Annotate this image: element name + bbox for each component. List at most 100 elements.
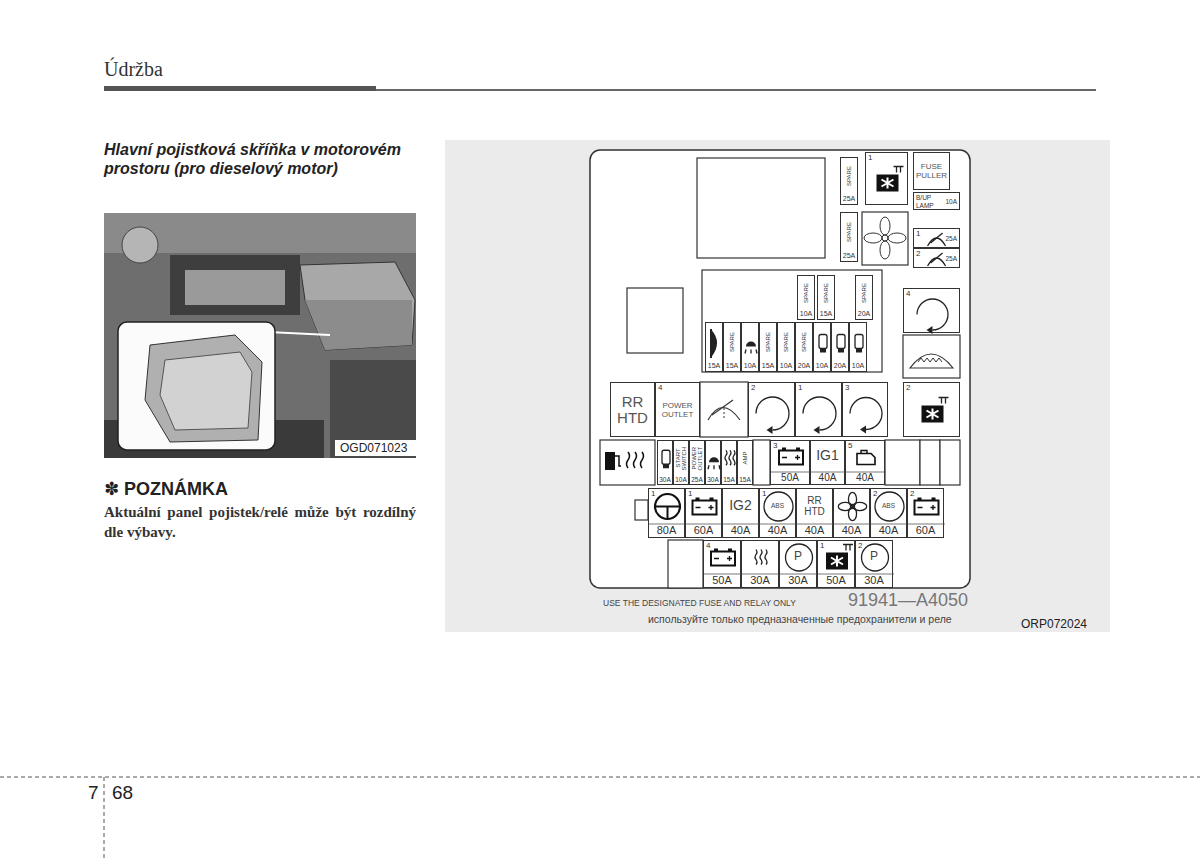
relay: 3 (842, 382, 888, 437)
page-chapter: 7 (88, 782, 99, 804)
fuse-rating: 30A (856, 574, 892, 586)
fuse-label: SPARE (846, 215, 853, 250)
note-heading: ✽ POZNÁMKA (104, 478, 228, 500)
fuse-cell: 125A (913, 228, 960, 248)
fuse-rating: 25A (841, 252, 857, 260)
fuse-cell: POWER OUTLET25A (689, 440, 705, 485)
fuse-cell: 180A (648, 488, 685, 538)
fuse-label: IG1 (812, 441, 843, 470)
fuse-cell: SPARE15A (759, 322, 777, 372)
fuse-rating: 20A (796, 362, 812, 370)
callout-number: 1 (820, 541, 824, 550)
fuse-cell: SPARE15A (723, 322, 741, 372)
fuse-rating: 40A (834, 524, 869, 536)
fuse-cell: 10A (741, 322, 759, 372)
relay: 2 (748, 382, 795, 437)
blank-slot (940, 440, 960, 485)
fuse-cell: 15A (705, 322, 723, 372)
fuse-rating: 15A (724, 362, 740, 370)
engine-photo (104, 213, 417, 458)
callout-number: 1 (762, 489, 766, 498)
fuse-cell: RR HTD 40A (796, 488, 833, 538)
fuse-label: USE THE DESIGNATED FUSE AND RELAY ONLY (603, 598, 796, 608)
fuse-symbol (904, 289, 961, 334)
fuse-cell: 1ABS 40A (759, 488, 796, 538)
fuse-label: AMP (742, 443, 749, 474)
callout-number: 2 (910, 489, 914, 498)
fuel-heater-symbol (600, 440, 655, 485)
fuse-rating: 60A (686, 524, 721, 536)
blank-area (697, 158, 825, 258)
fuse-cell: 30A (657, 440, 673, 485)
fuse-rating: 10A (850, 362, 866, 370)
fuse-symbol (843, 383, 889, 438)
fuse-rating: 30A (706, 476, 720, 484)
fuse-cell: SPARE 25A (840, 212, 858, 262)
relay: 1 (865, 152, 908, 205)
fuse-label: ABS (872, 489, 905, 522)
fuse-label: P (781, 541, 815, 572)
fuse-rating: 10A (674, 476, 688, 484)
fuse-symbol (796, 383, 843, 438)
fuse-rating: 20A (856, 310, 872, 318)
fuse-rating: 40A (760, 524, 795, 536)
callout-number: 2 (906, 383, 910, 392)
callout-number: 4 (706, 541, 710, 550)
fuse-label: 10A (945, 198, 957, 205)
blank-slot (635, 500, 648, 520)
fuse-cell: P30A (779, 540, 817, 588)
figure-code: OGD071023 (338, 441, 409, 455)
fuse-rating: 50A (818, 574, 854, 586)
page-header: Údržba (104, 58, 163, 81)
fuse-cell: RR HTD (610, 382, 655, 437)
defroster-symbol (903, 335, 960, 378)
fuse-rating: 80A (649, 524, 684, 536)
fuse-label: POWER OUTLET (657, 383, 698, 436)
footer-rule (104, 777, 105, 861)
callout-number: 2 (751, 383, 755, 392)
fuse-label: ABS (761, 489, 794, 522)
fuse-label: SPARE (803, 278, 810, 308)
fuse-label: SPARE (846, 160, 853, 193)
fuse-label: RR HTD (798, 489, 831, 522)
fuse-label: SPARE (861, 278, 868, 308)
fuse-cell: 2P30A (855, 540, 893, 588)
fuse-cell: SPARE25A (840, 157, 858, 205)
fuse-block (702, 270, 882, 372)
fan-relay-symbol (862, 212, 908, 265)
fuse-label: SPARE (765, 325, 772, 360)
fuse-cell: SPARE15A (817, 275, 835, 320)
callout-number: 2 (858, 541, 862, 550)
fuse-cell: 350A (770, 440, 810, 485)
figure-code: ORP072024 (1021, 617, 1087, 631)
blank-area (627, 288, 683, 353)
fuse-label: POWER OUTLET (691, 443, 704, 474)
note-text: Aktuální panel pojistek/relé může být ro… (104, 502, 416, 542)
fuse-rating: 15A (722, 476, 736, 484)
blank-slot (753, 440, 770, 485)
fuse-cell: 30A (705, 440, 721, 485)
fuse-rating: 10A (814, 362, 830, 370)
relay: 4 (903, 288, 960, 333)
fuse-rating: 40A (846, 472, 884, 483)
fuse-cell: 260A (907, 488, 944, 538)
fuse-rating: 40A (797, 524, 832, 536)
fuse-label: RR HTD (612, 383, 653, 436)
fuse-cell: 40A (833, 488, 870, 538)
fuse-rating: 15A (818, 310, 834, 318)
fuse-cell: FUSE PULLER (913, 152, 950, 190)
fuse-cell: 4POWER OUTLET (655, 382, 700, 437)
section-title: Hlavní pojistková skříňka v motorovém pr… (104, 140, 404, 178)
fuse-label: 91941—A4050 (848, 590, 968, 611)
fuse-box-outline (590, 150, 970, 588)
fuse-symbol (904, 383, 961, 438)
callout-number: 3 (845, 383, 849, 392)
fuse-cell: SPARE 20A (855, 275, 873, 320)
fuse-label: FUSE PULLER (915, 153, 948, 189)
fuse-cell: 20A (831, 322, 849, 372)
fuse-cell: 15A (721, 440, 737, 485)
fuse-cell: 30A (741, 540, 779, 588)
relay: 2 (903, 382, 960, 437)
